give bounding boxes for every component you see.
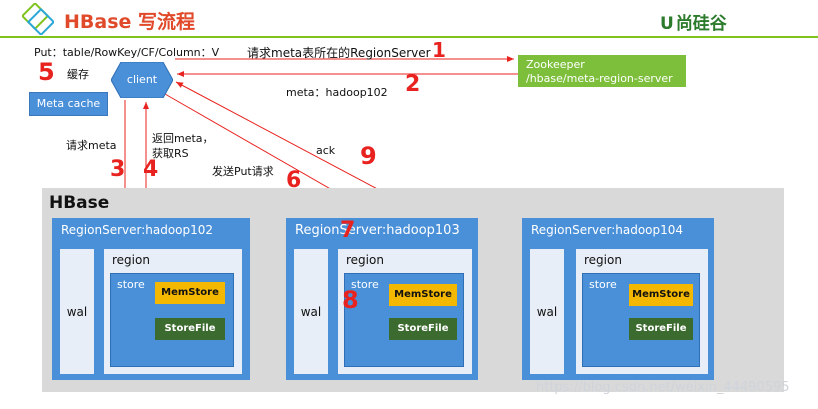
storefile-box: StoreFile bbox=[629, 318, 693, 340]
put-label: Put：table/RowKey/CF/Column：V bbox=[34, 46, 220, 59]
store-box: store MemStore StoreFile bbox=[344, 273, 464, 367]
step-number-9: 9 bbox=[360, 142, 377, 170]
region-box: region store MemStore StoreFile bbox=[576, 249, 708, 374]
label-return-meta-2: 获取RS bbox=[152, 147, 189, 160]
wal-label: wal bbox=[66, 305, 88, 319]
label-request-rs: 请求meta表所在的RegionServer bbox=[247, 46, 431, 60]
page-title: HBase 写流程 bbox=[64, 11, 196, 33]
label-return-meta-1: 返回meta， bbox=[152, 132, 214, 145]
wal-label: wal bbox=[536, 305, 558, 319]
storefile-box: StoreFile bbox=[389, 318, 457, 340]
region-label: region bbox=[112, 253, 150, 267]
memstore-box: MemStore bbox=[389, 284, 457, 306]
region-box: region store MemStore StoreFile bbox=[338, 249, 472, 374]
zookeeper-title: Zookeeper bbox=[526, 58, 585, 71]
region-server-hadoop104: RegionServer:hadoop104 wal region store … bbox=[522, 218, 714, 380]
step-number-2: 2 bbox=[405, 72, 421, 97]
brand-mark-icon: U bbox=[660, 14, 674, 34]
label-request-meta: 请求meta bbox=[66, 139, 117, 152]
region-server-hadoop103: RegionServer:hadoop103 wal region store … bbox=[286, 218, 478, 380]
region-server-title: RegionServer:hadoop104 bbox=[531, 223, 684, 237]
region-server-hadoop102: RegionServer:hadoop102 wal region store … bbox=[52, 218, 250, 380]
step-number-4: 4 bbox=[143, 157, 159, 182]
memstore-box: MemStore bbox=[155, 282, 225, 304]
region-label: region bbox=[584, 253, 622, 267]
client-hexagon-icon bbox=[111, 62, 173, 98]
label-cache: 缓存 bbox=[67, 68, 89, 81]
header-divider bbox=[0, 36, 818, 38]
wal-box: wal bbox=[294, 249, 328, 374]
zookeeper-path: /hbase/meta-region-server bbox=[526, 72, 673, 85]
region-server-title: RegionServer:hadoop102 bbox=[61, 223, 214, 237]
client-node: client bbox=[111, 62, 173, 98]
hbase-label: HBase bbox=[49, 193, 110, 213]
store-label: store bbox=[589, 278, 617, 291]
step-number-5: 5 bbox=[38, 58, 55, 86]
client-label: client bbox=[126, 73, 158, 86]
watermark: https://blog.csdn.net/weixin_44490595 bbox=[536, 380, 790, 395]
logo-diamond-icon bbox=[22, 3, 54, 35]
region-label: region bbox=[346, 253, 384, 267]
step-number-8: 8 bbox=[342, 286, 359, 314]
step-number-3: 3 bbox=[110, 157, 126, 182]
region-server-title: RegionServer:hadoop103 bbox=[295, 223, 460, 238]
storefile-box: StoreFile bbox=[155, 318, 225, 340]
label-ack: ack bbox=[316, 144, 336, 157]
wal-box: wal bbox=[530, 249, 564, 374]
step-number-7: 7 bbox=[340, 218, 356, 243]
store-box: store MemStore StoreFile bbox=[110, 273, 234, 367]
zookeeper-box: Zookeeper /hbase/meta-region-server bbox=[518, 55, 686, 87]
store-label: store bbox=[351, 278, 379, 291]
step-number-6: 6 bbox=[286, 168, 302, 193]
brand-text: 尚硅谷 bbox=[675, 14, 727, 34]
store-box: store MemStore StoreFile bbox=[582, 273, 700, 367]
label-meta-reply: meta：hadoop102 bbox=[286, 86, 388, 99]
wal-label: wal bbox=[300, 305, 322, 319]
step-number-1: 1 bbox=[432, 38, 446, 62]
region-box: region store MemStore StoreFile bbox=[104, 249, 242, 374]
memstore-box: MemStore bbox=[629, 284, 693, 306]
label-send-put: 发送Put请求 bbox=[212, 165, 274, 178]
meta-cache-box: Meta cache bbox=[29, 92, 108, 116]
wal-box: wal bbox=[60, 249, 94, 374]
store-label: store bbox=[117, 278, 145, 291]
